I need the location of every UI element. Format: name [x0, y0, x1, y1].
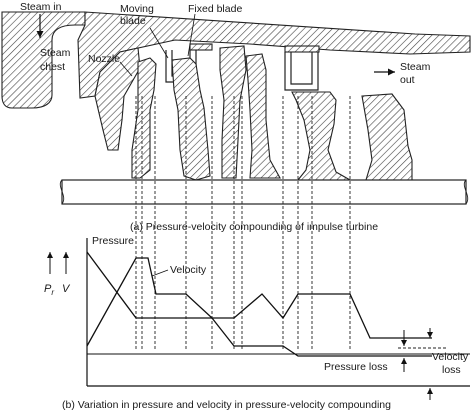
middle-diaphragm: [219, 45, 247, 179]
v-axis-label: V: [62, 283, 71, 295]
rotor-disc-1: [131, 57, 157, 179]
guide-lines: [135, 96, 351, 350]
velocity-loss-label-2: loss: [442, 364, 461, 376]
rotor-disc-4: [291, 91, 353, 181]
rotor-shaft: [61, 179, 467, 205]
steam-chest-casing: [1, 11, 86, 109]
pressure-loss-label: Pressure loss: [324, 361, 388, 373]
steam-chest-label-1: Steam: [40, 47, 71, 59]
velocity-curve: [86, 257, 432, 347]
pressure-label: Pressure: [92, 235, 134, 247]
pr-axis-label: Pr: [44, 283, 54, 297]
moving-blade-leader: [149, 27, 169, 59]
outer-casing: [77, 11, 471, 99]
steam-out-label-2: out: [400, 74, 415, 86]
steam-chest-label-2: chest: [40, 61, 65, 73]
fixed-blade-ring-2: [284, 45, 320, 53]
shaft-break-left: [59, 179, 65, 205]
rotor-disc-2: [171, 57, 211, 181]
nozzle-label: Nozzle: [88, 53, 120, 65]
velocity-loss-label-1: Velocity: [432, 351, 469, 363]
velocity-label-leader: [151, 269, 169, 277]
velocity-label: Velocity: [170, 264, 207, 276]
turbine-section: Steam in Moving blade Fixed blade Steam …: [1, 1, 471, 205]
nozzle-leader: [119, 61, 133, 77]
nozzle-diaphragm: [94, 47, 141, 151]
fixed-blade-label: Fixed blade: [188, 3, 242, 15]
caption-bottom: (b) Variation in pressure and velocity i…: [62, 399, 391, 411]
moving-blade-label-1: Moving: [120, 3, 154, 15]
rotor-disc-3: [245, 53, 281, 179]
steam-out-label-1: Steam: [400, 61, 431, 73]
moving-blade-2: [284, 52, 319, 91]
exhaust-casing: [361, 93, 413, 181]
pv-graph: Pr V Pressure Velocity Pressure loss Vel…: [44, 235, 470, 400]
fixed-blade-ring: [189, 43, 213, 51]
caption-top: (a) Pressure-velocity compounding of imp…: [130, 221, 378, 233]
fixed-blade-leader: [187, 13, 196, 57]
shaft-break-right: [463, 179, 469, 205]
moving-blade-label-2: blade: [120, 15, 146, 27]
pressure-curve: [86, 251, 432, 357]
steam-in-label: Steam in: [20, 1, 62, 13]
